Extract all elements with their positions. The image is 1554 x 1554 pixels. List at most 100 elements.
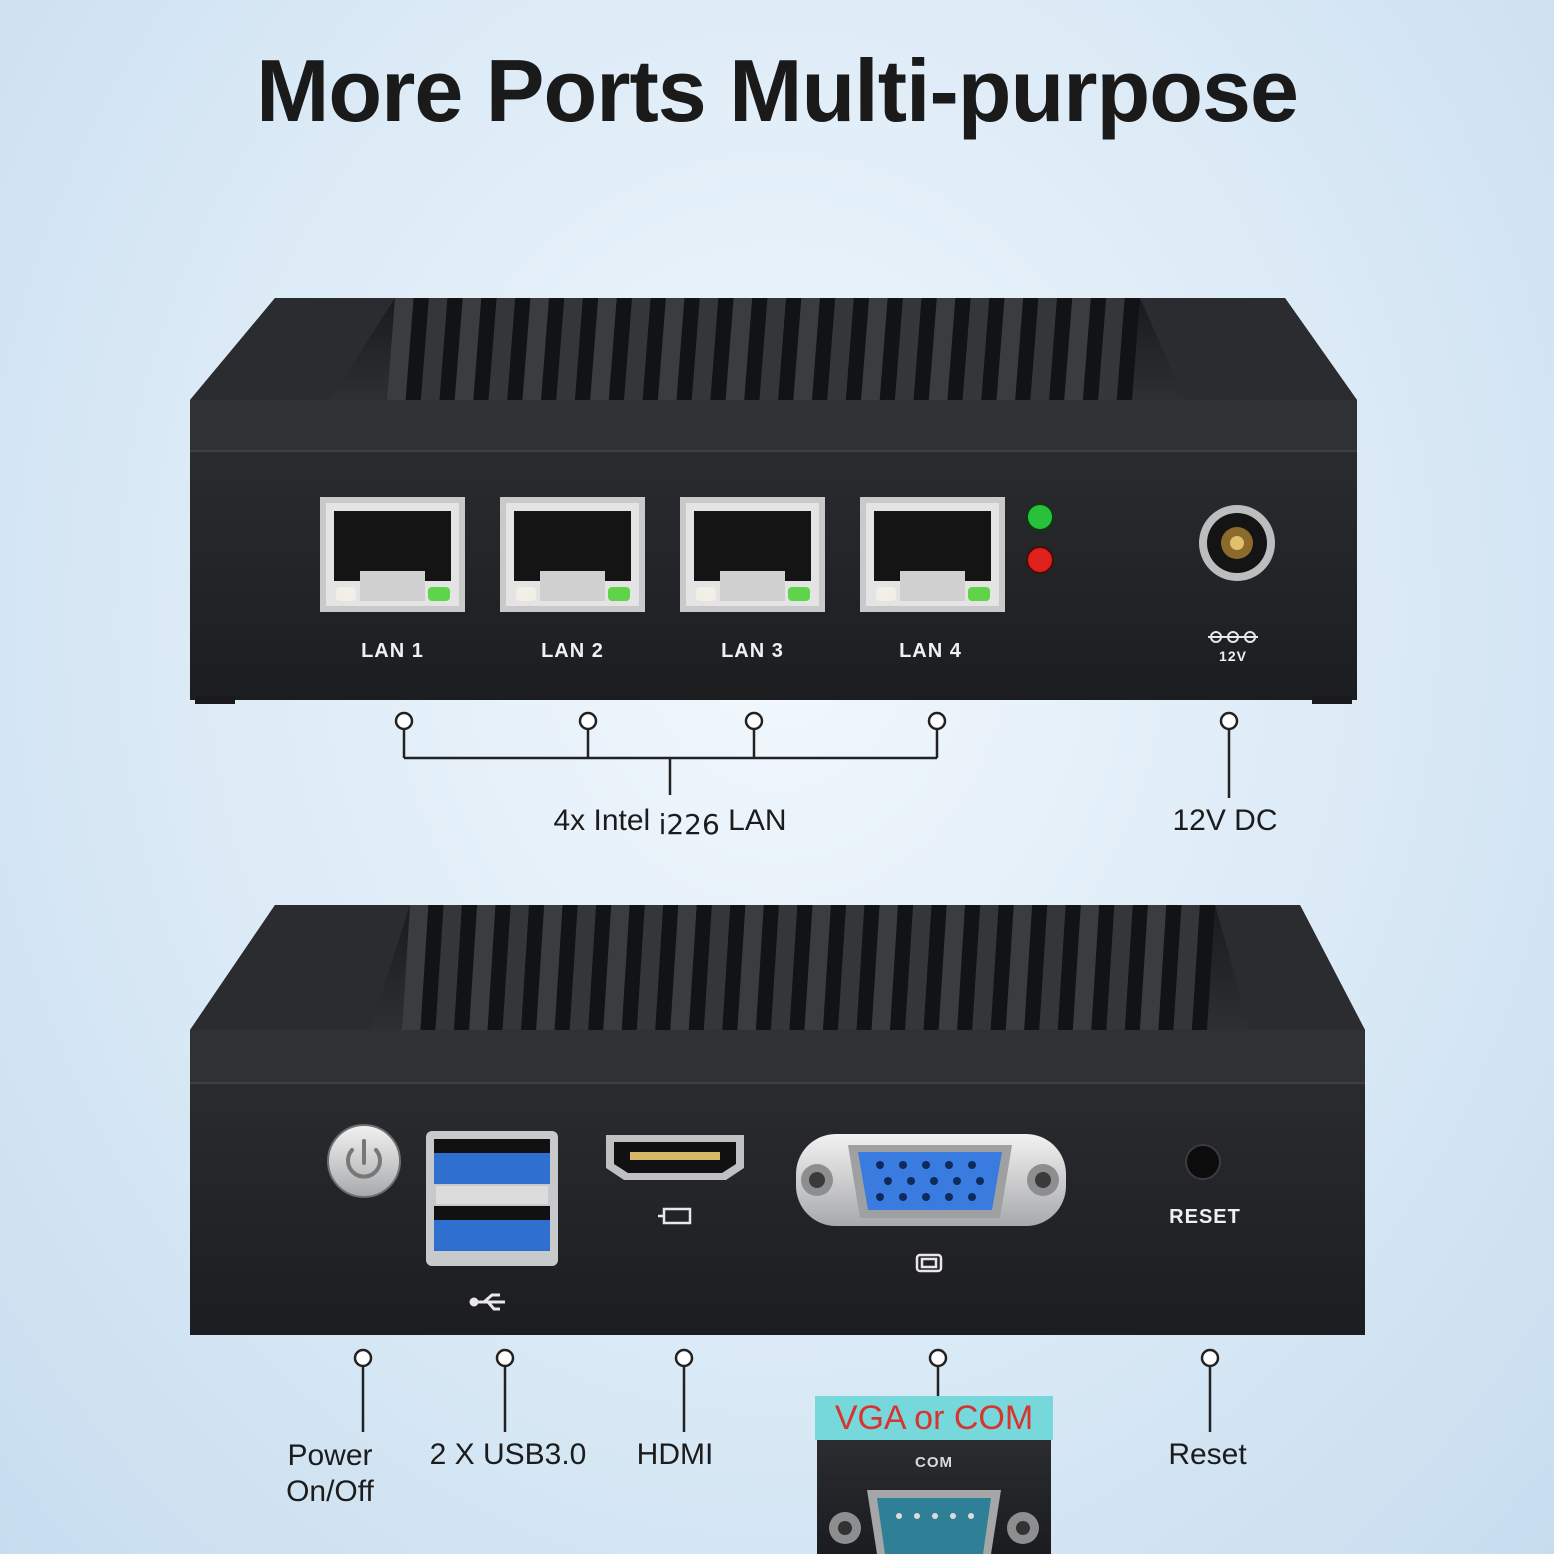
com-mark: COM bbox=[915, 1454, 953, 1471]
heatsink-fin-gap bbox=[554, 905, 578, 1030]
dc-power-jack[interactable] bbox=[1199, 505, 1275, 581]
dc-callout-line bbox=[1219, 711, 1239, 798]
heatsink-fin-gap bbox=[642, 298, 666, 400]
vga-port[interactable] bbox=[796, 1134, 1066, 1226]
heatsink-fin bbox=[657, 298, 685, 400]
heatsink-fin-gap bbox=[879, 298, 903, 400]
heatsink-fin bbox=[1064, 298, 1091, 400]
heatsink-fin-gap bbox=[1091, 905, 1115, 1030]
heatsink-fin-gap bbox=[789, 905, 813, 1030]
heatsink-fin bbox=[928, 298, 956, 400]
display-icon bbox=[658, 1207, 692, 1225]
hdmi-port[interactable] bbox=[606, 1135, 744, 1180]
hdmi-callout: HDMI bbox=[636, 1438, 714, 1471]
reset-callout: Reset bbox=[1168, 1438, 1247, 1471]
lan-3-label: LAN 3 bbox=[721, 640, 784, 662]
power-callout-line2: On/Off bbox=[286, 1475, 374, 1508]
heatsink-fin bbox=[488, 298, 516, 400]
bottom-callout-lines bbox=[353, 1348, 1220, 1432]
heatsink-fin bbox=[435, 905, 462, 1030]
lan-port-3[interactable] bbox=[680, 497, 825, 612]
heatsink-fin bbox=[603, 905, 630, 1030]
top-heatsink-fins bbox=[387, 298, 1140, 400]
power-icon bbox=[346, 1139, 382, 1179]
heatsink-fin bbox=[1039, 905, 1066, 1030]
lan-port-1[interactable] bbox=[320, 497, 465, 612]
heatsink-fin-gap bbox=[453, 905, 478, 1030]
heatsink-fin bbox=[770, 905, 798, 1030]
top-device bbox=[190, 298, 1357, 704]
heatsink-fin bbox=[387, 298, 414, 400]
usb3-ports[interactable] bbox=[426, 1131, 558, 1266]
page-title: More Ports Multi-purpose bbox=[256, 41, 1299, 140]
heatsink-fin-gap bbox=[1158, 905, 1182, 1030]
lan-callout-chip: i226 bbox=[658, 808, 720, 841]
heatsink-fin-gap bbox=[947, 298, 971, 400]
heatsink-fin bbox=[590, 298, 617, 400]
heatsink-fin bbox=[402, 905, 429, 1030]
heatsink-fin-gap bbox=[890, 905, 914, 1030]
heatsink-fin-gap bbox=[845, 298, 870, 400]
heatsink-fin bbox=[1005, 905, 1033, 1030]
bottom-heatsink-fins bbox=[402, 905, 1215, 1030]
status-led-red bbox=[1026, 546, 1054, 574]
heatsink-fin bbox=[1173, 905, 1200, 1030]
heatsink-fin bbox=[838, 905, 865, 1030]
lan-port-4[interactable] bbox=[860, 497, 1005, 612]
power-button[interactable] bbox=[327, 1124, 401, 1198]
heatsink-fin bbox=[871, 905, 899, 1030]
heatsink-fin bbox=[502, 905, 530, 1030]
heatsink-fin-gap bbox=[439, 298, 463, 400]
heatsink-fin bbox=[793, 298, 820, 400]
lan-port-2[interactable] bbox=[500, 497, 645, 612]
heatsink-fin-gap bbox=[722, 905, 746, 1030]
heatsink-fin bbox=[861, 298, 888, 400]
lan-1-label: LAN 1 bbox=[361, 640, 424, 662]
dc-polarity-icon bbox=[1208, 631, 1258, 643]
heatsink-fin-gap bbox=[1015, 298, 1039, 400]
reset-pinhole[interactable] bbox=[1185, 1144, 1221, 1180]
heatsink-fin bbox=[420, 298, 448, 400]
heatsink-fin-gap bbox=[1124, 905, 1148, 1030]
heatsink-fin-gap bbox=[755, 905, 779, 1030]
heatsink-fin bbox=[725, 298, 753, 400]
heatsink-fin-gap bbox=[1024, 905, 1048, 1030]
power-callout: Power On/Off bbox=[260, 1438, 400, 1510]
heatsink-fin bbox=[691, 298, 719, 400]
heatsink-fin-gap bbox=[1116, 298, 1140, 400]
heatsink-fin-gap bbox=[856, 905, 880, 1030]
heatsink-fin bbox=[938, 905, 966, 1030]
heatsink-fin-gap bbox=[621, 905, 645, 1030]
dc-voltage-mark: 12V bbox=[1219, 648, 1247, 664]
heatsink-fin bbox=[996, 298, 1024, 400]
heatsink-fin bbox=[737, 905, 764, 1030]
heatsink-fin-gap bbox=[811, 298, 836, 400]
heatsink-fin bbox=[624, 298, 651, 400]
heatsink-fin-gap bbox=[1191, 905, 1215, 1030]
heatsink-fin-gap bbox=[957, 905, 981, 1030]
bottom-device bbox=[190, 905, 1365, 1335]
heatsink-fin-gap bbox=[541, 298, 565, 400]
lan-2-label: LAN 2 bbox=[541, 640, 604, 662]
heatsink-fin bbox=[1030, 298, 1058, 400]
heatsink-fin bbox=[1072, 905, 1100, 1030]
heatsink-fin-gap bbox=[778, 298, 802, 400]
power-callout-line1: Power bbox=[287, 1439, 373, 1472]
heatsink-fin bbox=[894, 298, 922, 400]
vga-com-callout: VGA or COM bbox=[815, 1396, 1053, 1440]
heatsink-fin bbox=[703, 905, 731, 1030]
heatsink-fin bbox=[962, 298, 990, 400]
heatsink-fin-gap bbox=[1082, 298, 1107, 400]
heatsink-fin bbox=[670, 905, 697, 1030]
usb-icon bbox=[469, 1293, 505, 1311]
lan-callout-lines bbox=[394, 711, 947, 795]
heatsink-fin-gap bbox=[1057, 905, 1081, 1030]
heatsink-fin bbox=[1106, 905, 1133, 1030]
heatsink-fin-gap bbox=[822, 905, 847, 1030]
heatsink-fin bbox=[1098, 298, 1125, 400]
heatsink-fin-gap bbox=[420, 905, 444, 1030]
heatsink-fin bbox=[469, 905, 496, 1030]
heatsink-fin-gap bbox=[744, 298, 768, 400]
heatsink-fin-gap bbox=[507, 298, 531, 400]
